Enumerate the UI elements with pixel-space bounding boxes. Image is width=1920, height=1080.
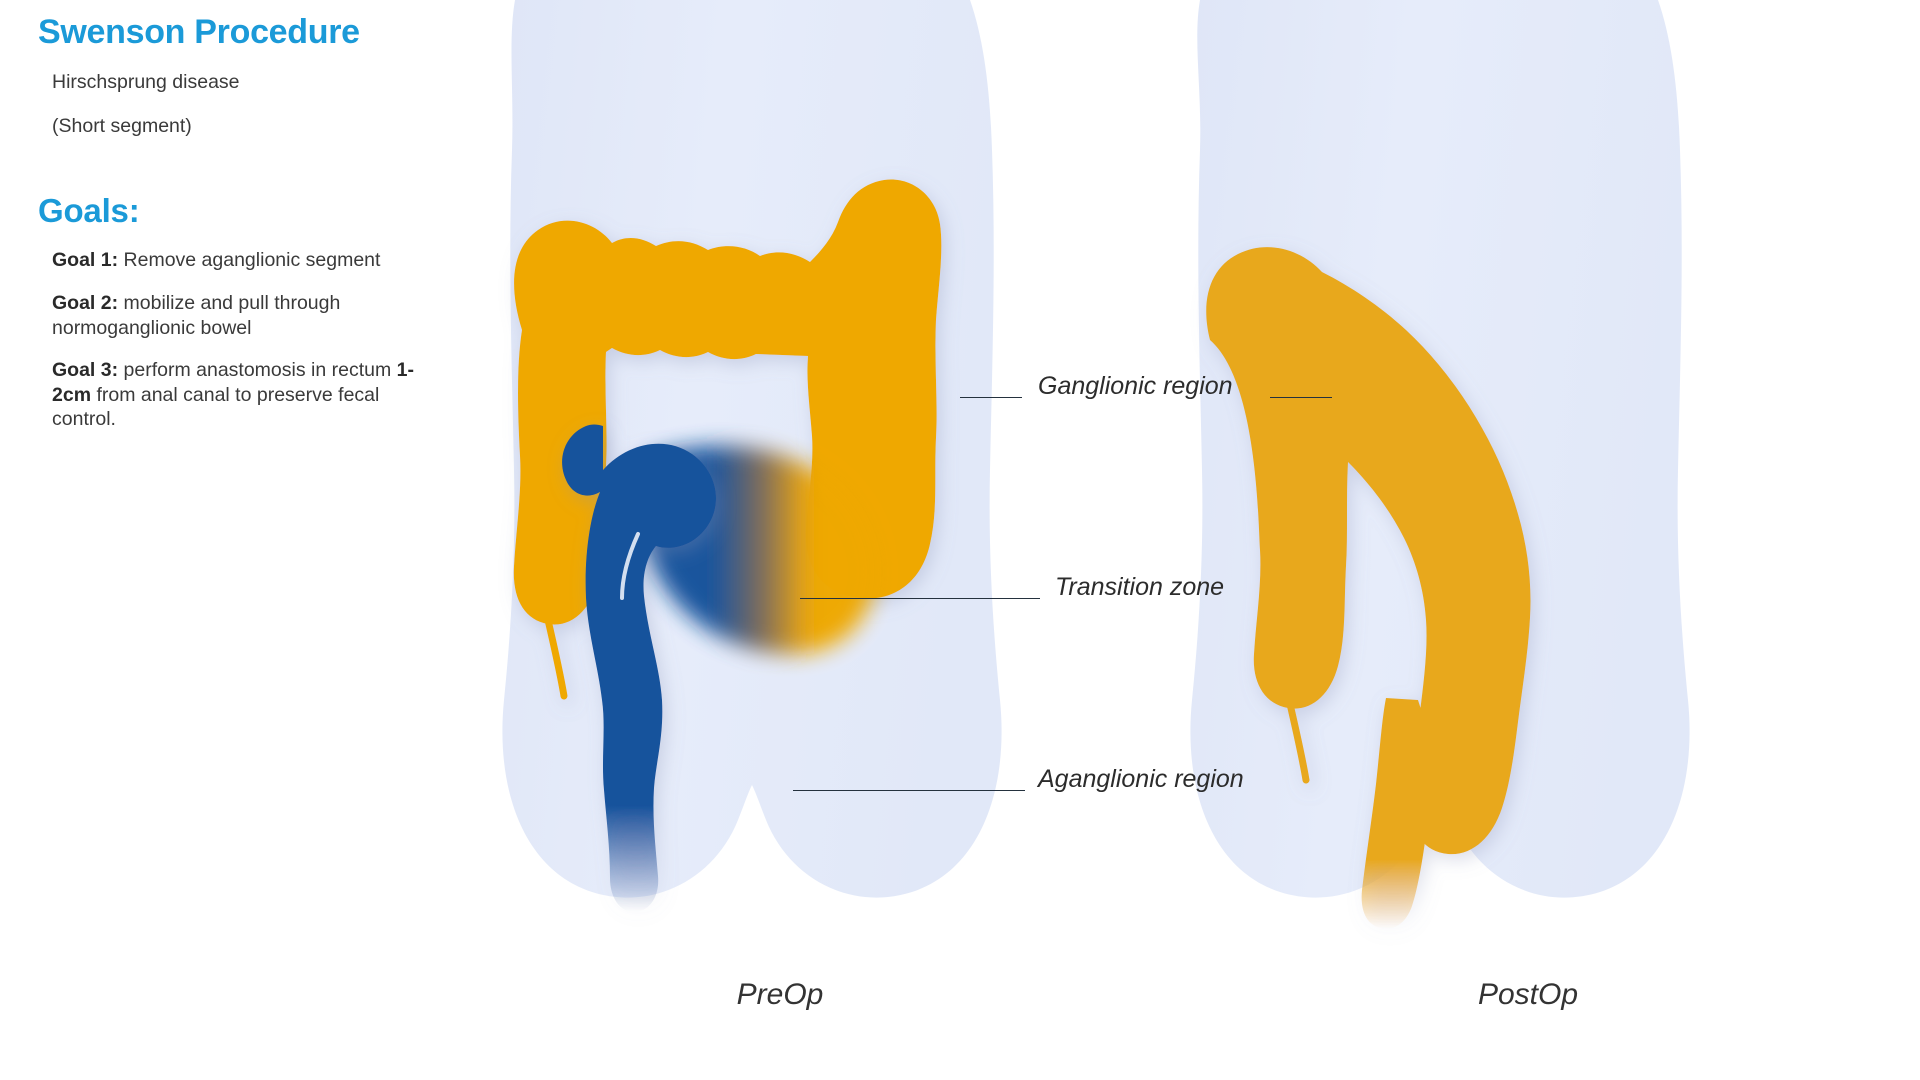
subtitle-disease: Hirschsprung disease <box>52 71 240 94</box>
pulled-through-colon-postop <box>1206 247 1531 930</box>
goal-3-emphasis: 1-2cm <box>52 359 414 406</box>
goal-3-text-a: perform anastomosis in rectum <box>118 359 397 382</box>
goal-item-1: Goal 1: Remove aganglionic segment <box>52 248 442 273</box>
label-aganglionic-region: Aganglionic region <box>1038 765 1244 793</box>
goal-3-text-b: from anal canal to preserve fecal contro… <box>52 383 380 431</box>
goal-3-label: Goal 3: <box>52 359 119 382</box>
leader-line-ganglionic-left <box>960 397 1022 398</box>
goal-2-label: Goal 2: <box>52 291 119 314</box>
goal-2-text: mobilize and pull through normoganglioni… <box>52 291 341 339</box>
label-ganglionic-region: Ganglionic region <box>1038 372 1233 400</box>
caption-postop: PostOp <box>1477 978 1579 1011</box>
label-transition-zone: Transition zone <box>1055 573 1225 601</box>
goal-item-2: Goal 2: mobilize and pull through normog… <box>52 291 442 340</box>
leader-line-transition <box>800 598 1040 599</box>
postop-figure <box>1180 0 1920 1000</box>
goal-1-label: Goal 1: <box>52 249 119 272</box>
page-title: Swenson Procedure <box>38 13 360 51</box>
subtitle-segment: (Short segment) <box>52 114 192 137</box>
goal-1-text: Remove aganglionic segment <box>118 249 381 272</box>
info-panel: Swenson Procedure Hirschsprung disease (… <box>38 13 438 450</box>
preop-figure <box>460 0 1200 1000</box>
goal-item-3: Goal 3: perform anastomosis in rectum 1-… <box>52 358 442 432</box>
leader-line-aganglionic <box>793 790 1025 791</box>
goals-heading: Goals: <box>38 192 140 230</box>
caption-preop: PreOp <box>736 978 824 1011</box>
aganglionic-bowel-preop <box>562 424 716 912</box>
leader-line-ganglionic-right <box>1270 397 1332 398</box>
